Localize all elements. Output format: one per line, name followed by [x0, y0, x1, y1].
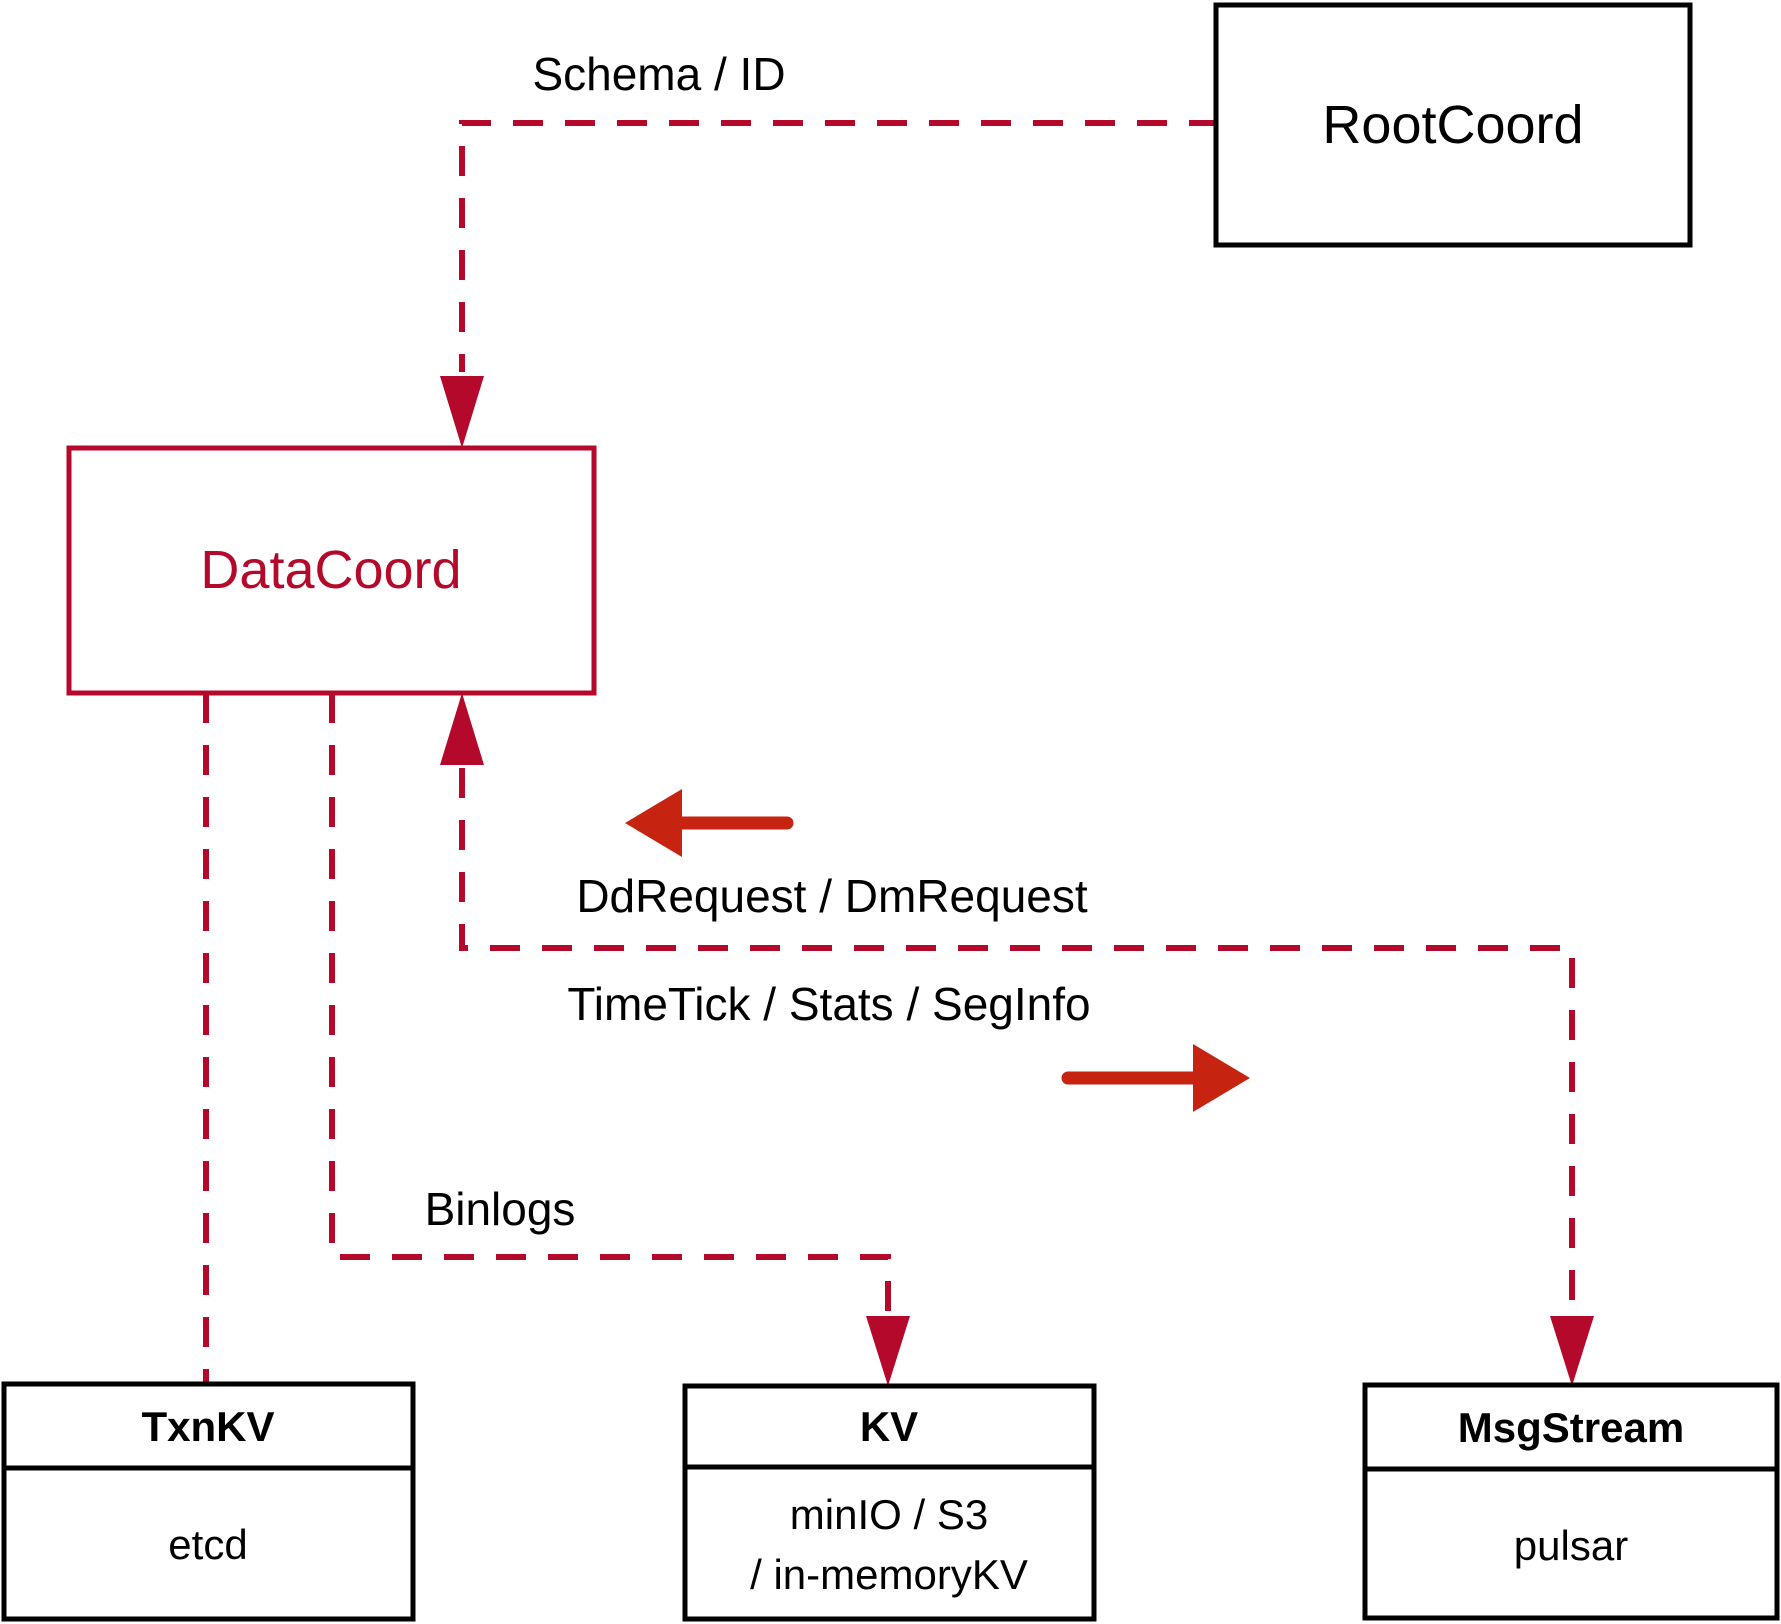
node-kv-body-line2: / in-memoryKV: [750, 1551, 1028, 1598]
direction-arrow-left: [625, 789, 794, 857]
node-msgstream-header: MsgStream: [1458, 1404, 1684, 1451]
node-txnkv-body: etcd: [168, 1521, 247, 1568]
direction-arrow-right-head: [1193, 1044, 1250, 1112]
node-txnkv-box[interactable]: [1, 1381, 416, 1622]
node-datacoord[interactable]: DataCoord: [66, 445, 597, 696]
node-kv-header: KV: [860, 1403, 918, 1450]
node-datacoord-label: DataCoord: [200, 540, 461, 600]
node-kv[interactable]: KV minIO / S3 / in-memoryKV: [682, 1383, 1097, 1622]
edge-binlogs-path: [329, 693, 891, 1320]
direction-arrow-left-head: [625, 789, 682, 857]
edge-label-dd-dm-request: DdRequest / DmRequest: [576, 870, 1088, 922]
edge-datacoord-to-msgstream-arrowhead: [1550, 1316, 1594, 1386]
node-txnkv-header: TxnKV: [141, 1403, 274, 1450]
edge-schema-id: [440, 120, 1219, 448]
edge-msgstream-datacoord: [440, 693, 1594, 1386]
node-datacoord-box[interactable]: [66, 445, 597, 696]
node-rootcoord-box[interactable]: [1213, 2, 1693, 248]
node-msgstream-body: pulsar: [1514, 1522, 1628, 1569]
node-rootcoord-label: RootCoord: [1322, 95, 1583, 155]
edge-label-schema-id: Schema / ID: [532, 48, 785, 100]
direction-arrow-right: [1061, 1044, 1250, 1112]
node-kv-box[interactable]: [682, 1383, 1097, 1622]
node-msgstream-box[interactable]: [1362, 1382, 1780, 1621]
edge-binlogs: [329, 693, 910, 1386]
edge-schema-id-arrowhead: [440, 376, 484, 448]
node-rootcoord[interactable]: RootCoord: [1213, 2, 1693, 248]
edge-binlogs-arrowhead: [866, 1316, 910, 1386]
node-txnkv[interactable]: TxnKV etcd: [1, 1381, 416, 1622]
edge-msgstream-datacoord-path: [459, 768, 1575, 1320]
node-msgstream[interactable]: MsgStream pulsar: [1362, 1382, 1780, 1621]
edge-label-binlogs: Binlogs: [425, 1183, 576, 1235]
edge-label-timetick-stats-seginfo: TimeTick / Stats / SegInfo: [567, 978, 1090, 1030]
node-kv-body-line1: minIO / S3: [790, 1491, 988, 1538]
edge-schema-id-path: [459, 120, 1219, 372]
edge-msgstream-to-datacoord-arrowhead: [440, 693, 484, 765]
